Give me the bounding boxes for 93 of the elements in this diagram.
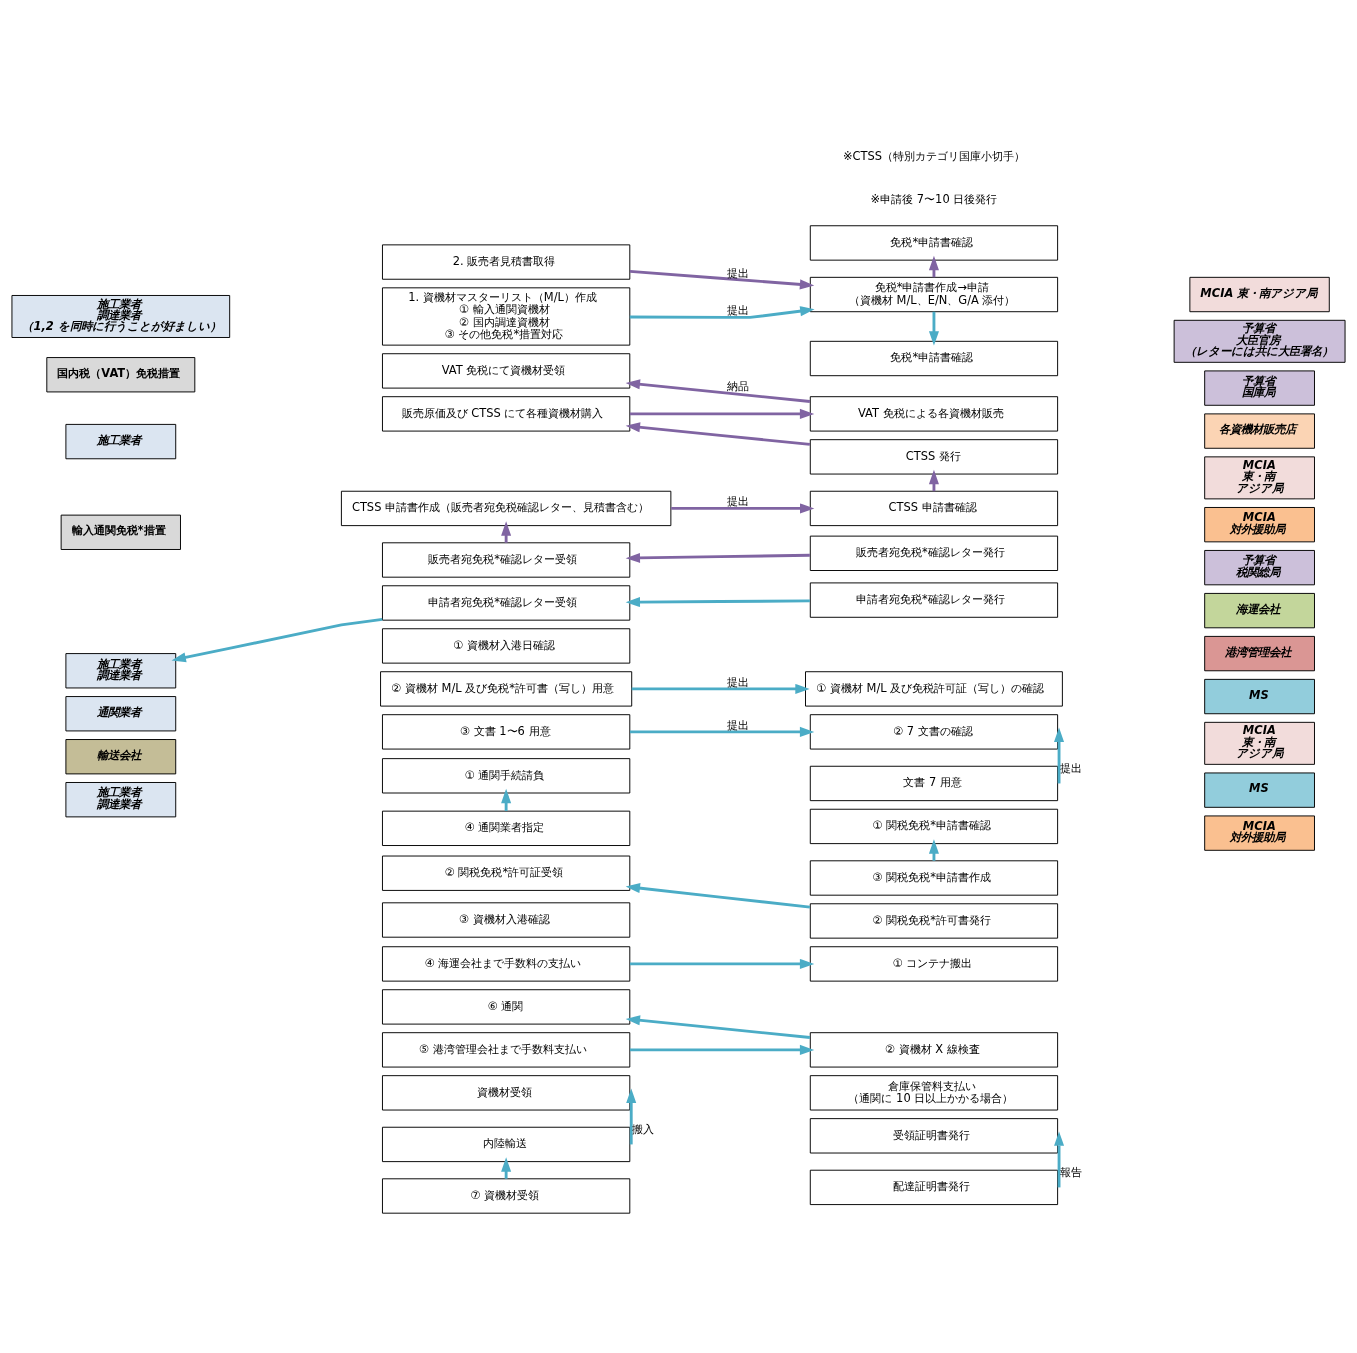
node-box: 販売原価及び CTSS にて各種資機材購入 [382, 396, 631, 432]
node-box: 免税*申請書作成→申請 （資機材 M/L、E/N、G/A 添付） [809, 276, 1059, 313]
arrow [501, 1157, 512, 1179]
arrow [625, 597, 810, 608]
node-box: 免税*申請書確認 [809, 340, 1059, 377]
node-box: ③ 文書 1〜6 用意 [382, 714, 631, 750]
node-box: ③ 関税免税*申請書作成 [809, 860, 1059, 896]
node-box: 海運会社 [1204, 592, 1315, 629]
edge-label: 搬入 [632, 1121, 655, 1136]
node-box: ② 資機材 X 線検査 [809, 1032, 1059, 1068]
arrow [171, 618, 383, 663]
arrow [630, 408, 815, 419]
node-box: MS [1204, 772, 1315, 808]
node-box: ① コンテナ搬出 [809, 946, 1059, 982]
node-box: ① 通関手続請負 [382, 758, 631, 794]
node-box: 内陸輸送 [382, 1126, 631, 1163]
node-box: 2. 販売者見積書取得 [382, 244, 631, 280]
arrow [626, 1088, 637, 1145]
arrow [501, 521, 512, 543]
edge-label: 提出 [727, 674, 750, 689]
label: ※CTSS（特別カテゴリ国庫小切手） [842, 148, 1025, 163]
node-box: 施工業者 調達業者 （1,2 を同時に行うことが好ましい） [11, 295, 231, 338]
node-box: ② 資機材 M/L 及び免税*許可書（写し）用意 [380, 671, 633, 707]
node-box: 販売者宛免税*確認レター受領 [382, 542, 631, 578]
arrow [1054, 1131, 1065, 1188]
node-box: 施工業者 調達業者 [65, 782, 177, 818]
node-box: VAT 免税にて資機材受領 [382, 353, 631, 389]
arrow [630, 726, 815, 737]
node-box: ⑦ 資機材受領 [382, 1178, 631, 1214]
arrow [625, 379, 811, 403]
node-box: MCIA 対外援助局 [1204, 815, 1315, 851]
node-box: 各資機材販売店 [1204, 413, 1315, 449]
node-box: 免税*申請書確認 [809, 225, 1059, 261]
node-box: ⑥ 通関 [382, 989, 631, 1025]
node-box: 販売者宛免税*確認レター発行 [809, 535, 1059, 571]
node-box: ⑤ 港湾管理会社まで手数料支払い [382, 1032, 631, 1068]
node-box: 文書 7 用意 [809, 765, 1059, 802]
edge-label: 提出 [727, 265, 750, 280]
edge-label: 報告 [1059, 1164, 1082, 1179]
arrow [625, 1015, 811, 1039]
arrow [625, 422, 811, 446]
arrow [625, 883, 811, 909]
node-box: 1. 資機材マスターリスト（M/L）作成 ① 輸入通関資機材 ② 国内調達資機材 ③ その他免税*措置対応 [382, 287, 631, 346]
node-box: ④ 通関業者指定 [382, 810, 631, 846]
node-box: VAT 免税による各資機材販売 [809, 396, 1059, 432]
arrow [630, 1044, 815, 1055]
edge-label: 提出 [1059, 760, 1082, 775]
node-box: 受領証明書発行 [809, 1118, 1059, 1154]
node-box: MCIA 東・南 アジア局 [1204, 721, 1315, 765]
arrow [629, 306, 815, 319]
node-box: ③ 資機材入港確認 [382, 902, 631, 938]
arrow [630, 958, 815, 969]
node-box: MS [1204, 678, 1315, 715]
arrow [928, 311, 939, 346]
node-box: ① 資機材入港日確認 [382, 628, 631, 664]
node-box: 配達証明書発行 [809, 1169, 1059, 1206]
node-box: 申請者宛免税*確認レター受領 [382, 585, 631, 621]
node-box: 輸入通関免税*措置 [60, 514, 181, 550]
arrow [631, 683, 810, 694]
node-box: ② 関税免税*許可証受領 [382, 855, 631, 891]
node-box: ① 資機材 M/L 及び免税許可証（写し）の確認 [805, 671, 1063, 707]
node-box: 申請者宛免税*確認レター発行 [809, 582, 1059, 618]
node-box: MCIA 東・南アジア局 [1189, 276, 1330, 313]
node-box: 通関業者 [65, 696, 177, 732]
edge-label: 提出 [727, 717, 750, 732]
label: ※申請後 7〜10 日後発行 [870, 191, 998, 206]
node-box: MCIA 対外援助局 [1204, 507, 1315, 543]
node-box: 港湾管理会社 [1204, 635, 1315, 672]
node-box: ② 7 文書の確認 [809, 714, 1059, 750]
edge-label: 提出 [727, 494, 750, 509]
node-box: 施工業者 調達業者 [65, 653, 177, 689]
node-box: ④ 海運会社まで手数料の支払い [382, 946, 631, 982]
node-box: 施工業者 [65, 423, 177, 460]
node-box: MCIA 東・南 アジア局 [1204, 456, 1315, 500]
edge-label: 納品 [727, 378, 750, 393]
node-box: 国内税（VAT）免税措置 [46, 357, 196, 393]
arrow [1054, 727, 1065, 784]
node-box: CTSS 申請書確認 [809, 490, 1059, 527]
arrow [671, 503, 815, 514]
node-box: ① 関税免税*申請書確認 [809, 808, 1059, 845]
arrow [501, 788, 512, 813]
edge-label: 提出 [727, 303, 750, 318]
node-box: 予算省 国庫局 [1204, 370, 1315, 406]
node-box: 輸送会社 [65, 739, 177, 775]
arrow [629, 270, 815, 290]
node-box: CTSS 申請書作成（販売者宛免税確認レター、見積書含む） [340, 490, 672, 527]
node-box: ② 関税免税*許可書発行 [809, 903, 1059, 939]
node-box: 倉庫保管料支払い （通関に 10 日以上かかる場合） [809, 1075, 1059, 1111]
node-box: 資機材受領 [382, 1075, 631, 1111]
node-box: 予算省 税関総局 [1204, 549, 1315, 586]
node-box: 予算省 大臣官房 （レターには共に大臣署名） [1173, 319, 1346, 363]
node-box: CTSS 発行 [809, 439, 1059, 475]
arrow [625, 552, 810, 563]
